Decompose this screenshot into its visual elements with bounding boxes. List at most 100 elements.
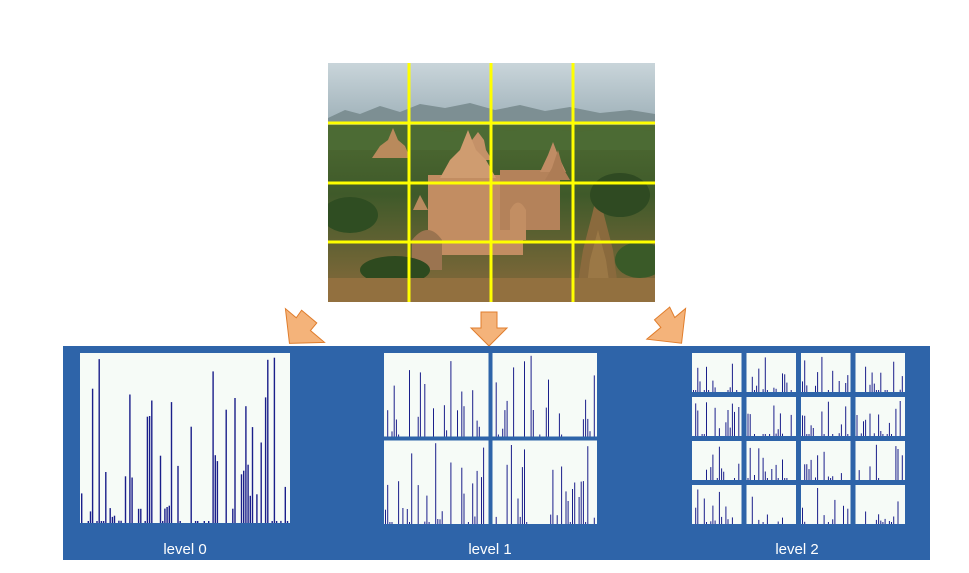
histogram-bar [443,405,445,437]
histogram-bar [168,505,170,523]
histogram-cell [801,353,851,392]
histogram-bar [725,506,727,524]
histogram-bar [817,488,819,524]
histogram-bar [267,359,269,523]
histogram-bar [197,521,199,523]
histogram-bar [506,464,508,524]
histogram-bar [729,387,731,392]
histogram-bar [550,514,552,524]
histogram-bar [802,381,803,392]
histogram-bar [406,509,408,524]
histogram-bar [532,410,534,437]
histogram-bar [786,382,788,392]
histogram-bar [762,389,764,392]
histogram-bar [897,449,899,480]
histogram-bar [727,390,729,392]
histogram-cell [692,441,742,480]
histogram-bar [731,517,733,524]
histogram-bar [502,428,504,437]
histogram-bar [393,385,395,437]
histogram-bar [273,357,276,523]
histogram-bar [385,509,386,524]
histogram-bar [754,475,755,480]
histogram-bar [530,355,532,437]
histogram-bar [699,381,701,392]
level-2-label: level 2 [775,541,818,558]
histogram-bar [593,517,595,524]
histogram-bar [817,372,819,392]
histogram-bar [875,444,877,480]
histogram-bar [810,459,812,480]
histogram-bar [747,478,749,480]
histogram-bar [582,481,584,524]
histogram-bar [234,398,236,523]
histogram-bar [703,498,705,524]
histogram-bar [888,521,890,524]
histogram-bar [821,356,823,392]
histogram-bar [144,521,146,523]
histogram-bar [105,472,107,523]
histogram-bar [777,429,779,436]
histogram-bar [524,449,525,524]
histogram-bar [804,521,806,524]
histogram-bar [827,476,829,480]
histogram-bar [194,521,197,523]
histogram-bar [113,515,116,523]
histogram-cell [492,353,597,437]
histogram-bar [426,495,428,524]
histogram-bar [869,466,871,480]
histogram-bar [521,467,523,524]
histogram-cell [692,353,742,392]
histogram-bar [777,521,779,524]
histogram-bar [476,420,478,437]
histogram-bar [695,403,697,436]
histogram-bar [751,496,753,524]
histogram-bar [749,447,751,480]
histogram-bar [843,505,844,524]
histogram-bar [240,474,243,523]
histogram-bar [131,477,133,523]
histogram-bar [417,485,419,524]
histogram-bar [721,468,723,480]
histogram-bar [901,455,903,480]
histogram-bar [552,469,554,524]
histogram-bar [572,489,573,524]
histogram-bar [847,375,849,392]
histogram-bar [718,446,720,480]
histogram-bar [815,385,816,392]
histogram-bar [840,424,842,436]
histogram-bar [830,478,832,480]
histogram-bar [723,471,725,480]
histogram-bar [756,385,758,392]
histogram-bar [395,419,397,437]
histogram-bar [832,434,834,436]
histogram-bar [519,516,521,524]
histogram-bar [137,508,140,523]
histogram-bar [766,390,768,392]
histogram-bar [424,521,426,524]
histogram-bar [891,434,892,436]
histogram-bar [873,383,875,392]
histogram-bar [884,518,886,524]
histogram-bar [734,478,735,480]
histogram-bar [587,446,589,524]
histogram-bar [806,464,808,480]
histogram-bar [832,370,834,392]
histogram-bar [398,434,400,437]
histogram-bar [510,445,512,524]
histogram-bar [712,505,714,524]
histogram-bar [873,433,875,436]
histogram-cell [80,353,290,523]
histogram-bar [766,514,768,524]
histogram-bar [747,413,749,436]
histogram-bar [225,409,227,523]
histogram-bar [827,390,829,392]
histogram-bar [871,372,873,392]
histogram-bar [847,434,849,436]
histogram-bar [437,519,439,524]
histogram-bar [409,370,410,437]
histogram-bar [782,373,783,392]
photo-grid-overlay [328,63,655,302]
histogram-cell [692,485,742,524]
